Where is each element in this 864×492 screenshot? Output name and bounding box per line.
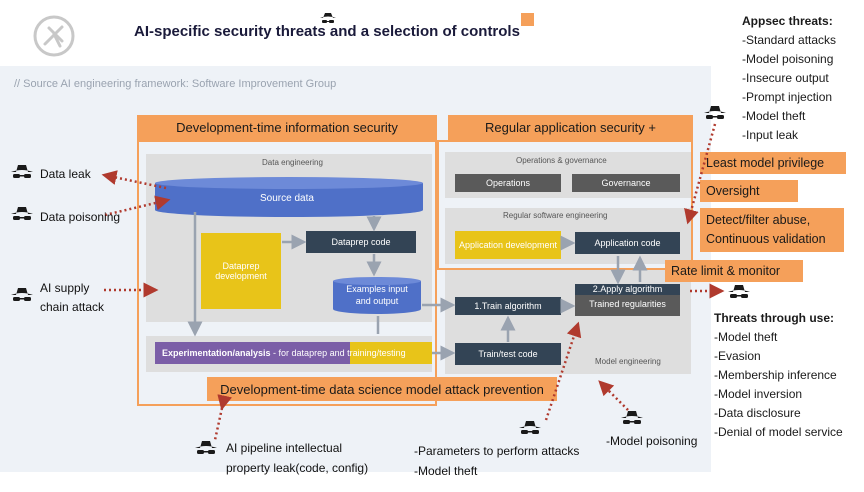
dev-time-security-label: Development-time information security: [137, 115, 437, 140]
appsec-item: -Input leak: [742, 128, 799, 142]
dataprep-development: Dataprep development: [201, 233, 281, 309]
through-use-item: -Denial of model service: [714, 425, 843, 439]
page-title: AI-specific security threats and a selec…: [134, 23, 520, 40]
through-use-item: -Model inversion: [714, 387, 803, 401]
experimentation-yellow: [350, 342, 432, 364]
examples-cylinder: [332, 276, 422, 321]
data-engineering-label: Data engineering: [262, 158, 323, 167]
governance-box: Governance: [572, 174, 680, 192]
threat-supply-chain-2: chain attack: [40, 300, 105, 314]
orange-square-icon: [521, 13, 534, 26]
hacker-icon: [319, 12, 337, 26]
dataprep-code: Dataprep code: [306, 231, 416, 253]
experimentation-label: Experimentation/analysis - for dataprep …: [162, 348, 406, 358]
source-data-cylinder: [154, 176, 424, 223]
rate-limit-monitor: Rate limit & monitor: [665, 260, 803, 282]
experimentation-bold: Experimentation/analysis: [162, 348, 271, 358]
through-use-item: -Model theft: [714, 330, 778, 344]
appsec-item: -Model theft: [742, 109, 806, 123]
appsec-item: -Insecure output: [742, 71, 829, 85]
threat-ip-leak-1: AI pipeline intellectual: [226, 441, 343, 455]
regular-app-security-label: Regular application security +: [448, 115, 693, 140]
hacker-icon: [10, 287, 34, 305]
examples-label: Examples input and output: [346, 284, 408, 306]
application-development: Application development: [455, 231, 561, 259]
experimentation-purple: [155, 342, 350, 364]
threat-model-theft: -Model theft: [414, 464, 478, 478]
appsec-item: -Model poisoning: [742, 52, 834, 66]
detect-filter-abuse: Detect/filter abuse, Continuous validati…: [700, 208, 844, 252]
experimentation-rest: - for dataprep and training/testing: [270, 348, 406, 358]
appsec-item: -Standard attacks: [742, 33, 837, 47]
application-code: Application code: [575, 232, 680, 254]
threat-data-leak: Data leak: [40, 167, 91, 181]
hacker-icon: [194, 440, 218, 458]
hacker-icon: [10, 164, 34, 182]
threats-through-use-list: Threats through use: -Model theft -Evasi…: [714, 309, 843, 442]
dev-time-security-outline: [137, 140, 437, 406]
hacker-icon: [518, 420, 542, 438]
dev-time-attack-prevention-label: Development-time data science model atta…: [207, 377, 557, 401]
threat-ip-leak-2: property leak(code, config): [226, 461, 369, 475]
operations-box: Operations: [455, 174, 561, 192]
appsec-item: -Prompt injection: [742, 90, 833, 104]
train-algorithm: 1.Train algorithm: [455, 297, 561, 315]
hacker-icon: [620, 410, 644, 428]
owasp-logo: [32, 14, 76, 63]
trained-regularities: Trained regularities: [589, 299, 666, 309]
threat-parameters: -Parameters to perform attacks: [414, 444, 580, 458]
through-use-item: -Evasion: [714, 349, 761, 363]
threat-supply-chain-1: AI supply: [40, 281, 90, 295]
regular-software-engineering-label: Regular software engineering: [503, 211, 608, 220]
model-engineering-label: Model engineering: [595, 357, 661, 366]
appsec-threats-list: Appsec threats: -Standard attacks -Model…: [742, 12, 836, 145]
oversight: Oversight: [700, 180, 798, 202]
least-model-privilege: Least model privilege: [700, 152, 846, 174]
train-test-code: Train/test code: [455, 343, 561, 365]
appsec-title: Appsec threats:: [742, 14, 833, 28]
hacker-icon: [10, 206, 34, 224]
source-text: // Source AI engineering framework: Soft…: [14, 78, 337, 90]
hacker-icon: [727, 284, 751, 302]
through-use-item: -Data disclosure: [714, 406, 801, 420]
threat-data-poisoning: Data poisoning: [40, 210, 121, 224]
ops-governance-label: Operations & governance: [516, 156, 607, 165]
source-data-label: Source data: [260, 193, 314, 204]
through-use-item: -Membership inference: [714, 368, 837, 382]
hacker-icon: [703, 105, 727, 123]
regular-app-security-outline: [437, 140, 693, 270]
through-use-title: Threats through use:: [714, 311, 835, 325]
threat-model-poisoning: -Model poisoning: [606, 434, 698, 448]
apply-algorithm-label: 2.Apply algorithm: [575, 284, 680, 295]
